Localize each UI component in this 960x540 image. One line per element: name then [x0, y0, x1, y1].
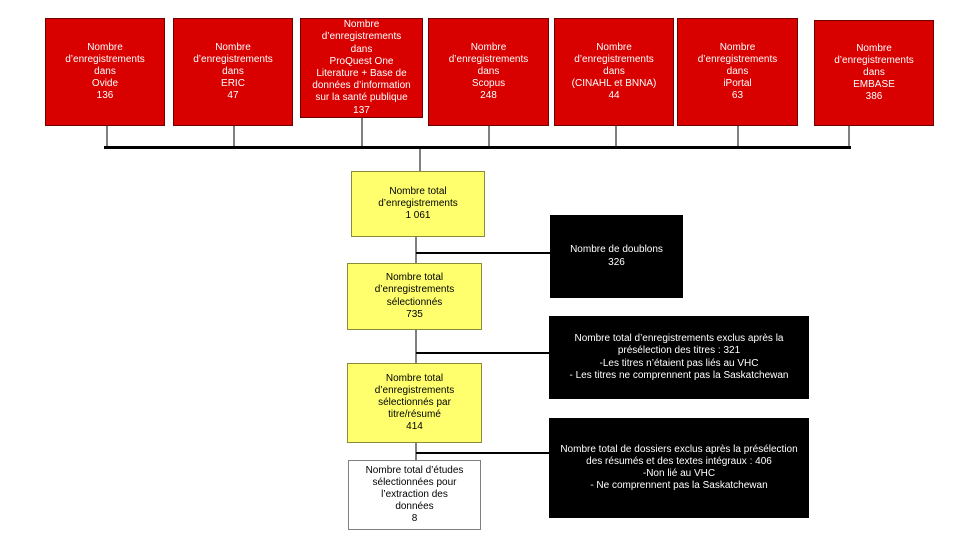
source-connector-scopus: [488, 126, 490, 146]
source-connector-embase: [848, 126, 850, 146]
screened-to-abstract-connector: [415, 330, 417, 363]
duplicates-connector: [416, 252, 550, 254]
duplicates-box: Nombre de doublons 326: [550, 215, 683, 298]
source-label-embase: Nombre d’enregistrements dans EMBASE 386: [834, 42, 914, 103]
abstract-screened-box: Nombre total d’enregistrements sélection…: [347, 363, 482, 443]
source-connector-proquest: [361, 118, 363, 146]
included-studies-label: Nombre total d’études sélectionnées pour…: [365, 464, 464, 525]
excluded-fulltext-connector: [416, 452, 549, 454]
screened-records-box: Nombre total d’enregistrements sélection…: [347, 263, 482, 330]
source-box-cinahl: Nombre d’enregistrements dans (CINAHL et…: [554, 18, 674, 126]
source-box-eric: Nombre d’enregistrements dans ERIC 47: [173, 18, 293, 126]
abstract-screened-label: Nombre total d’enregistrements sélection…: [374, 372, 455, 433]
included-studies-box: Nombre total d’études sélectionnées pour…: [348, 460, 481, 530]
source-connector-cinahl: [615, 126, 617, 146]
bus-to-total-connector: [419, 149, 421, 171]
total-to-screened-connector: [415, 237, 417, 263]
source-box-proquest: Nombre d’enregistrements dans ProQuest O…: [300, 18, 423, 118]
excluded-titles-connector: [416, 352, 549, 354]
total-records-label: Nombre total d’enregistrements 1 061: [378, 185, 458, 222]
source-label-cinahl: Nombre d’enregistrements dans (CINAHL et…: [571, 41, 657, 102]
source-connector-iportal: [737, 126, 739, 146]
source-label-proquest: Nombre d’enregistrements dans ProQuest O…: [312, 19, 411, 116]
source-box-iportal: Nombre d’enregistrements dans iPortal 63: [677, 18, 798, 126]
excluded-titles-box: Nombre total d’enregistrements exclus ap…: [549, 316, 809, 399]
source-box-embase: Nombre d’enregistrements dans EMBASE 386: [814, 20, 934, 126]
source-box-scopus: Nombre d’enregistrements dans Scopus 248: [428, 18, 549, 126]
total-records-box: Nombre total d’enregistrements 1 061: [351, 171, 485, 237]
screened-records-label: Nombre total d’enregistrements sélection…: [374, 272, 455, 320]
source-label-ovide: Nombre d’enregistrements dans Ovide 136: [65, 41, 145, 102]
excluded-fulltext-box: Nombre total de dossiers exclus après la…: [549, 418, 809, 518]
source-box-ovide: Nombre d’enregistrements dans Ovide 136: [45, 18, 165, 126]
source-label-eric: Nombre d’enregistrements dans ERIC 47: [193, 41, 273, 102]
abstract-to-included-connector: [415, 443, 417, 460]
excluded-fulltext-label: Nombre total de dossiers exclus après la…: [560, 443, 798, 492]
source-connector-ovide: [106, 126, 108, 146]
source-connector-bus: [104, 146, 851, 149]
source-label-scopus: Nombre d’enregistrements dans Scopus 248: [448, 41, 529, 102]
source-label-iportal: Nombre d’enregistrements dans iPortal 63: [697, 41, 778, 102]
duplicates-label: Nombre de doublons 326: [570, 244, 663, 268]
source-connector-eric: [233, 126, 235, 146]
excluded-titles-label: Nombre total d’enregistrements exclus ap…: [569, 333, 789, 381]
